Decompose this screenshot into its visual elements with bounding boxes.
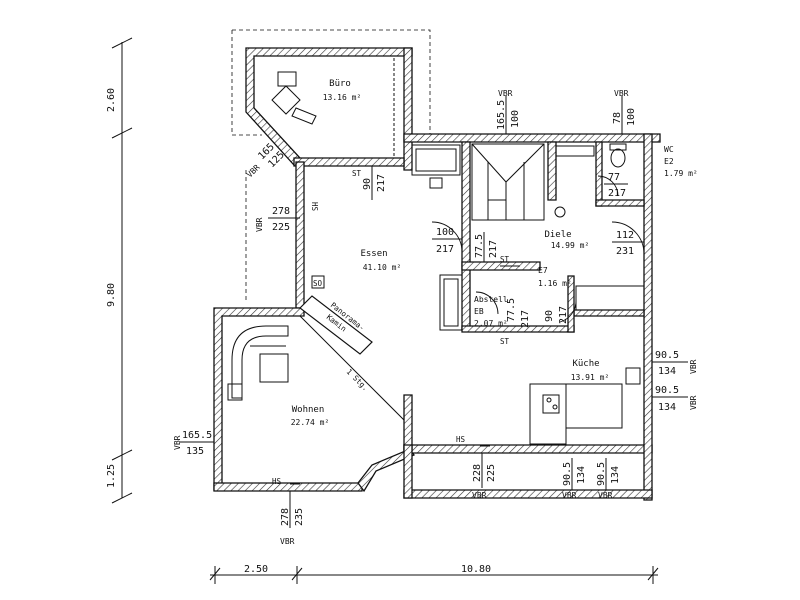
dim-wohnen-bottom-top: 278: [280, 508, 291, 526]
label-st-abstell: ST: [500, 337, 510, 346]
room-name-buero: Büro: [329, 79, 351, 89]
dim-wc-top-top: 78: [612, 112, 623, 124]
vbr-bot-a: VBR: [562, 491, 577, 500]
label-hs-kueche: HS: [456, 435, 466, 444]
room-name-abstell: Abstell: [474, 295, 508, 304]
label-st-buero: ST: [352, 169, 362, 178]
vbr-wohnen-left: VBR: [173, 435, 182, 450]
dim-wohnen-left-top: 165.5: [182, 430, 212, 441]
buero-furniture: [271, 58, 395, 156]
dim-diele-right-bottom: 231: [616, 246, 634, 257]
vbr-wc-top: VBR: [614, 89, 629, 98]
room-name-essen: Essen: [360, 249, 387, 259]
dim-wc-door-top: 77: [608, 172, 620, 183]
label-hs-essen: HS: [310, 202, 319, 212]
room-area-essen: 41.10 m²: [363, 263, 402, 272]
bottom-dimension-chain: [209, 566, 659, 584]
vbr-bot-b: VBR: [598, 491, 613, 500]
dim-wc-top-bottom: 100: [626, 108, 637, 126]
dim-bot-b-bottom: 134: [610, 466, 621, 484]
dim-e7-door-top: 90: [544, 310, 555, 322]
dim-e7-door-bottom: 217: [558, 306, 569, 324]
door-swings: [431, 175, 645, 323]
walls: [213, 47, 661, 501]
kitchen-counter: [529, 145, 645, 445]
dim-hs-bottom-bottom: 225: [486, 464, 497, 482]
label-so: SO: [313, 279, 323, 288]
sofa: [227, 325, 289, 401]
dim-buero-door-bottom: 217: [376, 174, 387, 192]
room-area-abstell: 2.07 m²: [474, 319, 508, 328]
wohnen-diagonal: [299, 315, 405, 421]
vbr-kueche-b: VBR: [689, 395, 698, 410]
dim-kueche-b-bottom: 134: [658, 402, 676, 413]
wc-fixtures: [609, 143, 627, 168]
dim-kueche-a-bottom: 134: [658, 366, 676, 377]
vbr-hs-bottom: VBR: [472, 491, 487, 500]
room-name-diele: Diele: [544, 230, 571, 240]
window-markers: [290, 265, 520, 485]
dim-bot-a-top: 90.5: [562, 462, 573, 486]
stufe-label: 1 Stg.: [345, 367, 371, 393]
dim-essen-diele-b-bottom: 217: [488, 240, 499, 258]
vbr-kueche-a: VBR: [689, 359, 698, 374]
dim-kueche-b-top: 90.5: [655, 385, 679, 396]
dim-hs-bottom-top: 228: [472, 464, 483, 482]
dim-abstell-door-bottom: 217: [520, 310, 531, 328]
dim-wohnen-left-bottom: 135: [186, 446, 204, 457]
room-name-wohnen: Wohnen: [292, 405, 325, 415]
dim-left-980: 9.80: [106, 283, 117, 307]
dim-left-125: 1.25: [106, 464, 117, 488]
dim-essen-diele-a-top: 100: [436, 227, 454, 238]
vbr-essen-left: VBR: [255, 217, 264, 232]
room-name-wc: WC: [664, 145, 674, 154]
dim-bottom-1080: 10.80: [461, 564, 491, 575]
vbr-wohnen-bottom: VBR: [280, 537, 295, 546]
dim-abstell-door-top: 77.5: [506, 298, 517, 322]
dim-essen-diele-a-bottom: 217: [436, 244, 454, 255]
dim-bot-b-top: 90.5: [596, 462, 607, 486]
room-sub-abstell: EB: [474, 307, 484, 316]
label-st-diele: ST: [500, 255, 510, 264]
dim-diele-right-top: 112: [616, 230, 634, 241]
dim-wc-door-bottom: 217: [608, 188, 626, 199]
label-hs-wohnen: HS: [272, 477, 282, 486]
dim-buero-door-top: 90: [362, 178, 373, 190]
room-area-wc: 1.79 m²: [664, 169, 698, 178]
panorama-kamin: [299, 295, 373, 355]
room-area-kueche: 13.91 m²: [571, 373, 610, 382]
dim-bot-a-bottom: 134: [576, 466, 587, 484]
dim-essen-left-top: 278: [272, 206, 290, 217]
dim-bottom-250: 2.50: [244, 564, 268, 575]
room-name-e7: E7: [538, 266, 548, 275]
dim-essen-top-top: 165.5: [496, 100, 507, 130]
dim-kueche-a-top: 90.5: [655, 350, 679, 361]
room-area-diele: 14.99 m²: [551, 241, 590, 250]
vbr-buero: VBR: [245, 163, 262, 180]
dim-essen-diele-b-top: 77.5: [474, 234, 485, 258]
dim-left-260: 2.60: [106, 88, 117, 112]
room-sub-wc: E2: [664, 157, 674, 166]
room-area-wohnen: 22.74 m²: [291, 418, 330, 427]
room-name-kueche: Küche: [572, 359, 599, 369]
room-area-e7: 1.16 m²: [538, 279, 572, 288]
stairs: [471, 143, 566, 221]
vbr-essen-top: VBR: [498, 89, 513, 98]
dim-essen-top-bottom: 100: [510, 110, 521, 128]
essen-features: [311, 144, 463, 331]
dim-essen-left-bottom: 225: [272, 222, 290, 233]
dim-wohnen-bottom-bottom: 235: [294, 508, 305, 526]
left-dimension-chain: [111, 37, 133, 504]
room-area-buero: 13.16 m²: [323, 93, 362, 102]
